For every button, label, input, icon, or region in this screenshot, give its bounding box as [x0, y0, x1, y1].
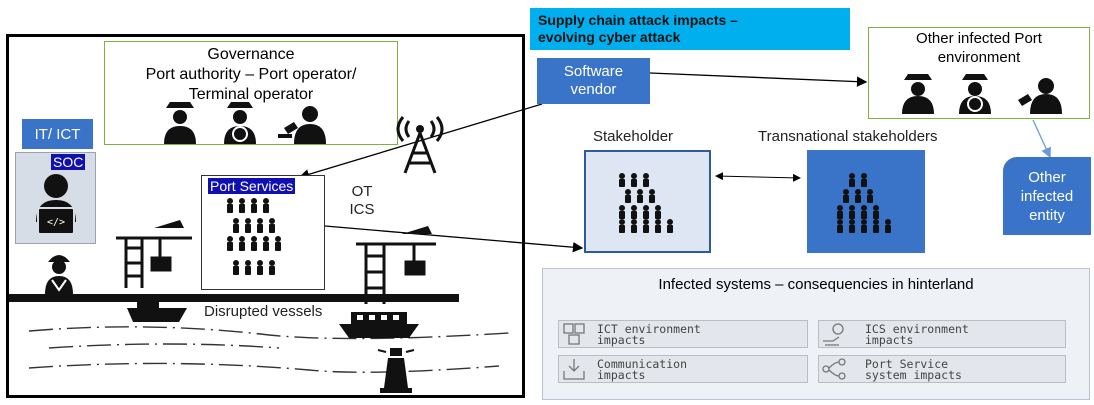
svg-text:</>: </>	[47, 217, 65, 228]
stakeholder-transnational-arrow	[715, 172, 801, 182]
soc-label-text: SOC	[51, 154, 86, 170]
other-entity-line3: entity	[1029, 206, 1065, 224]
lighthouse-icon	[377, 348, 415, 393]
stakeholder-crowd-icon	[619, 173, 673, 233]
soc-label: SOC	[51, 154, 86, 170]
other-port-line1: Other infected Port	[916, 30, 1042, 47]
stakeholder-box	[584, 150, 711, 253]
port-environment-frame	[6, 34, 525, 398]
vendor-to-other-port-arrow	[649, 72, 868, 87]
governance-officers-icon	[164, 102, 326, 144]
crane-right-icon	[356, 226, 436, 304]
port-services-box	[201, 175, 325, 290]
transnational-crowd-icon	[837, 173, 891, 233]
transnational-label: Transnational stakeholders	[758, 128, 938, 145]
infected-systems-title: Infected systems – consequencies in hint…	[658, 276, 974, 293]
governance-line3: Terminal operator	[188, 86, 314, 103]
attack-banner-line2: evolving cyber attack	[538, 29, 681, 45]
governance-text: Governance Port authority – Port operato…	[104, 45, 398, 105]
stakeholder-label: Stakeholder	[593, 128, 674, 145]
other-entity-line2: infected	[1020, 187, 1074, 205]
other-port-officers-icon	[902, 74, 1062, 114]
governance-box	[104, 41, 398, 145]
download-tray-icon	[563, 359, 585, 380]
other-port-to-entity-arrow	[1032, 119, 1051, 159]
governance-line2: Port authority – Port operator/	[145, 66, 357, 83]
worker-icon	[45, 255, 73, 294]
antenna-tower-icon	[396, 116, 444, 174]
port-services-to-stakeholder-arrow	[324, 225, 584, 253]
attack-banner-line1: Supply chain attack impacts –	[538, 12, 738, 28]
software-vendor-line2: vendor	[570, 81, 617, 98]
port-services-label: Port Services	[208, 178, 296, 194]
port-services-label-text: Port Services	[208, 178, 296, 194]
software-vendor-box: Software vendor	[537, 58, 650, 104]
cubes-icon	[563, 323, 585, 345]
vendor-to-port-services-arrow	[298, 103, 543, 180]
people-group-icon	[227, 198, 281, 275]
ics-label: ICS	[349, 201, 375, 218]
it-ict-box: IT/ ICT	[22, 119, 93, 149]
hand-gear-icon	[823, 323, 844, 346]
other-entity-line1: Other	[1028, 168, 1066, 186]
software-vendor-line1: Software	[563, 63, 624, 80]
ot-label: OT	[351, 183, 373, 200]
crane-left-icon	[116, 220, 192, 288]
cycle-icon	[822, 358, 846, 380]
other-infected-entity-box: Other infected entity	[1003, 157, 1091, 235]
soc-operator-icon: </>	[36, 174, 76, 235]
other-port-line2: environment	[937, 49, 1021, 66]
disrupted-vessels-label: Disrupted vessels	[204, 303, 323, 320]
transnational-box	[807, 150, 925, 253]
governance-title: Governance	[207, 46, 295, 63]
harbor-water	[9, 294, 510, 373]
other-port-text: Other infected Port environment	[868, 29, 1090, 67]
ot-ics-label: OT ICS	[341, 183, 383, 219]
attack-banner: Supply chain attack impacts – evolving c…	[530, 8, 850, 50]
